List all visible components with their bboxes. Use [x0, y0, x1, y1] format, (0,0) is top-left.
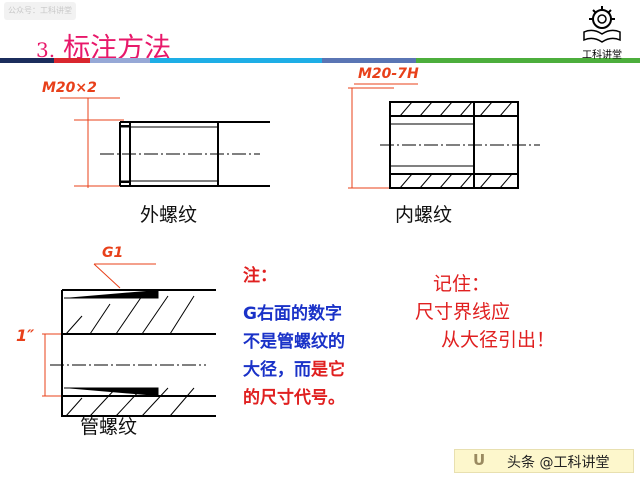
- note-head: 注：: [243, 266, 277, 286]
- credit-text: 头条 @工科讲堂: [507, 455, 610, 471]
- note: 注： G右面的数字 不是管螺纹的 大径，而是它 的尺寸代号。: [243, 262, 345, 412]
- pipe-size: 1″: [16, 326, 35, 345]
- logo: 工科讲堂: [570, 4, 634, 61]
- note-line: 的尺寸代号。: [243, 388, 345, 408]
- internal-dim: M20-7H: [358, 66, 419, 82]
- remember-line: 从大径引出！: [441, 329, 556, 351]
- remember-note: 记住： 尺寸界线应 从大径引出！: [415, 270, 555, 354]
- note-line: G右面的数字: [243, 304, 342, 324]
- undo-icon[interactable]: U: [473, 451, 486, 469]
- logo-text: 工科讲堂: [582, 50, 622, 61]
- pipe-dim: G1: [102, 245, 124, 261]
- internal-label: 内螺纹: [395, 204, 453, 226]
- internal-thread-drawing: [348, 83, 540, 189]
- watermark: 公众号：工科讲堂: [4, 2, 76, 20]
- section-number: 3.: [36, 38, 56, 62]
- pipe-label: 管螺纹: [80, 416, 138, 438]
- external-dim: M20×2: [42, 80, 97, 96]
- color-bar: [0, 58, 522, 63]
- remember-line: 尺寸界线应: [415, 301, 511, 323]
- external-label: 外螺纹: [140, 204, 198, 226]
- gear-book-icon: [583, 6, 621, 43]
- note-line: 大径，而: [243, 360, 311, 380]
- note-line: 是它: [311, 360, 345, 380]
- note-line: 不是管螺纹的: [243, 332, 345, 352]
- footer-bar: U 头条 @工科讲堂: [454, 449, 634, 473]
- pipe-thread-drawing: [42, 263, 216, 417]
- external-thread-drawing: [60, 97, 270, 188]
- remember-line: 记住：: [433, 273, 491, 295]
